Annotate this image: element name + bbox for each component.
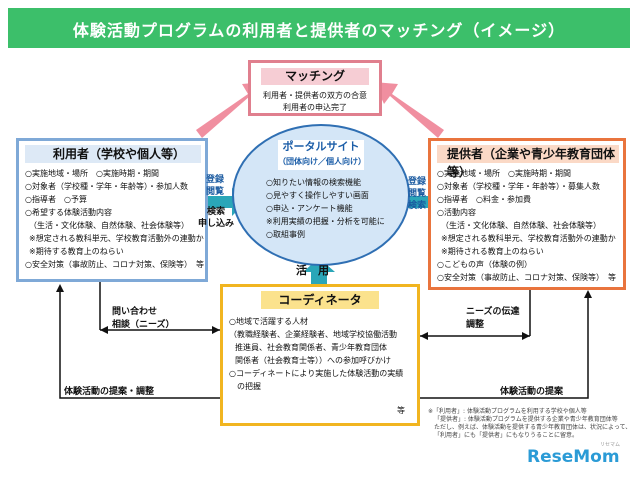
- coordinator-header: コーディネータ: [261, 291, 379, 309]
- coordinator-box: コーディネータ ○地域で活躍する人材 （教職経験者、企業経験者、地域学校協働活動…: [220, 284, 420, 426]
- list-item: ○申込・アンケート機能: [266, 204, 353, 213]
- provider-header: 提供者（企業や青少年教育団体等）: [437, 145, 619, 179]
- list-item: ○安全対策（事故防止、コロナ対策、保険等） 等: [437, 273, 616, 282]
- list-item: ○実施地域・場所 ○実施時期・期間: [25, 169, 159, 178]
- provider-box: 提供者（企業や青少年教育団体等） ○実施地域・場所 ○実施時期・期間 ○対象者（…: [428, 138, 626, 290]
- footnote: ※「利用者」: 体験活動プログラムを利用する学校や個人等 「提供者」: 体験活動…: [428, 408, 632, 439]
- list-item: ○安全対策（事故防止、コロナ対策、保険等） 等: [25, 260, 204, 269]
- list-item: 関係者（社会教育士等））への参加呼びかけ: [235, 356, 391, 365]
- list-item: 推進員、社会教育関係者、青少年教育団体: [235, 343, 387, 352]
- list-item: ○コーディネートにより実施した体験活動の実績: [229, 369, 404, 378]
- list-item: ○対象者（学校種・学年・年齢等）・参加人数: [25, 182, 188, 191]
- user-portal-label: 登録 閲覧: [206, 175, 225, 197]
- list-item: ○対象者（学校種・学年・年齢等）・募集人数: [437, 182, 600, 191]
- matching-line: 利用者・提供者の双方の合意: [263, 91, 367, 100]
- needs-label: ニーズの伝達 調整: [466, 307, 520, 330]
- matching-header: マッチング: [261, 68, 369, 85]
- list-item: ○指導者 ○予算: [25, 195, 87, 204]
- matching-line: 利用者の申込完了: [283, 103, 347, 112]
- portal-subheader: （団体向け／個人向け）: [278, 157, 366, 166]
- provider-portal-label: 登録 閲覧 検索: [408, 177, 427, 211]
- list-item: （教職経験者、企業経験者、地域学校協働活動: [229, 330, 397, 339]
- provider-items: ○実施地域・場所 ○実施時期・期間 ○対象者（学校種・学年・年齢等）・募集人数 …: [437, 167, 616, 284]
- portal-header: ポータルサイト: [278, 140, 364, 170]
- proposal-provider-label: 体験活動の提案: [500, 387, 564, 397]
- list-item: ○取組事例: [266, 230, 305, 239]
- logo-subtext: リセマム: [600, 442, 621, 448]
- list-item: ※期待される教育上のねらい: [441, 247, 544, 256]
- list-item: （生活・文化体験、自然体験、社会体験等）: [29, 221, 189, 230]
- page-title: 体験活動プログラムの利用者と提供者のマッチング（イメージ）: [72, 21, 566, 40]
- list-item: ○こどもの声（体験の例）: [437, 260, 532, 269]
- list-item: ○活動内容: [437, 208, 476, 217]
- katsuyou-label: 活 用: [296, 264, 329, 277]
- list-item: ○地域で活躍する人材: [229, 317, 308, 326]
- coordinator-etc: 等: [397, 406, 405, 415]
- portal-site-ellipse: ポータルサイト （団体向け／個人向け） ○知りたい情報の検索機能 ○見やすく操作…: [232, 124, 410, 266]
- resemom-logo: ReseMom: [527, 447, 620, 467]
- list-item: ○知りたい情報の検索機能: [266, 178, 361, 187]
- arrow-provider-to-matching: [374, 82, 444, 138]
- proposal-user-label: 体験活動の提案・調整: [64, 387, 155, 397]
- matching-box: マッチング 利用者・提供者の双方の合意 利用者の申込完了: [248, 60, 382, 116]
- coordinator-items: ○地域で活躍する人材 （教職経験者、企業経験者、地域学校協働活動 推進員、社会教…: [229, 315, 403, 393]
- user-items: ○実施地域・場所 ○実施時期・期間 ○対象者（学校種・学年・年齢等）・参加人数 …: [25, 167, 204, 271]
- list-item: ○指導者 ○料金・参加費: [437, 195, 531, 204]
- list-item: ※想定される教科単元、学校教育活動外の連動か: [29, 234, 204, 243]
- list-item: ○希望する体験活動内容: [25, 208, 112, 217]
- list-item: ※想定される教科単元、学校教育活動外の連動か: [441, 234, 616, 243]
- user-portal-label-lower: 検索 申し込み: [198, 207, 235, 229]
- list-item: ※期待する教育上のねらい: [29, 247, 124, 256]
- list-item: の把握: [237, 382, 261, 391]
- list-item: ※利用実績の把握・分析を可能に: [266, 217, 385, 226]
- list-item: ○実施地域・場所 ○実施時期・期間: [437, 169, 571, 178]
- user-box: 利用者（学校や個人等） ○実施地域・場所 ○実施時期・期間 ○対象者（学校種・学…: [16, 138, 208, 282]
- portal-items: ○知りたい情報の検索機能 ○見やすく操作しやすい画面 ○申込・アンケート機能 ※…: [266, 176, 385, 241]
- user-header: 利用者（学校や個人等）: [25, 145, 201, 163]
- inquiry-label: 問い合わせ 相談（ニーズ）: [112, 307, 175, 330]
- arrow-coordinator-to-portal: [303, 258, 335, 284]
- list-item: ○見やすく操作しやすい画面: [266, 191, 369, 200]
- list-item: （生活・文化体験、自然体験、社会体験等）: [441, 221, 601, 230]
- title-bar: 体験活動プログラムの利用者と提供者のマッチング（イメージ）: [8, 8, 630, 48]
